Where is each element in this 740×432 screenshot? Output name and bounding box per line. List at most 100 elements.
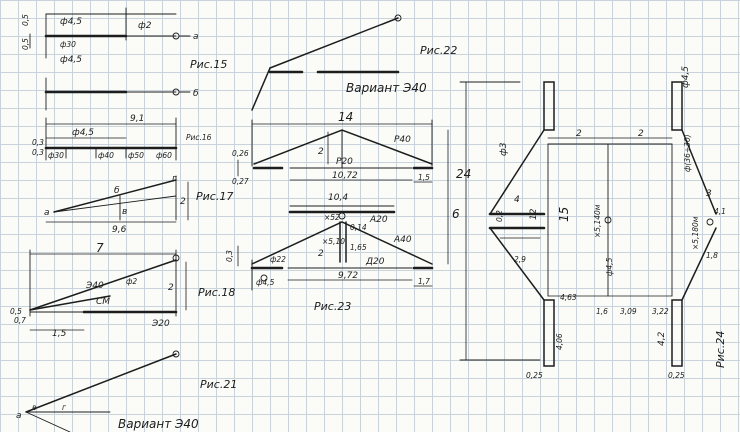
fig24-v463: 4,63: [560, 293, 577, 302]
fig17-b: б: [114, 186, 120, 196]
fig16-caption: Рис.16: [186, 133, 212, 142]
fig23-x52: ×52: [324, 213, 340, 222]
fig21-v: в: [32, 403, 36, 412]
fig15-t2: 0,5: [21, 38, 30, 50]
fig23-len-972: 9,72: [338, 271, 358, 281]
fig15-d2: ф2: [138, 21, 152, 31]
fig16-d30: ф30: [48, 151, 64, 160]
fig24-v18: 1,8: [706, 251, 718, 260]
fig23-v027: 0,27: [232, 177, 249, 186]
fig24-v12: 12: [529, 208, 539, 220]
fig23-r20: Р20: [336, 157, 353, 167]
fig15-label-a: а: [193, 32, 199, 42]
fig23-len-17: 1,7: [418, 277, 430, 286]
fig16-diameter: ф4,5: [72, 128, 94, 138]
fig18-w: 1,5: [52, 329, 67, 339]
figure-21: а в г Рис.21 Вариант Э40: [16, 350, 237, 432]
fig18-caption: Рис.18: [198, 286, 235, 299]
figure-24: 24 ф3 2 2 ф4,5 ф(36÷30) 3 4 12 15 2,9 0,…: [456, 66, 727, 380]
fig24-v16: 1,6: [596, 307, 608, 316]
fig22-variant: Вариант Э40: [346, 81, 427, 95]
fig24-v309: 3,09: [620, 307, 637, 316]
fig21-variant: Вариант Э40: [118, 417, 199, 431]
node-circle: [604, 216, 612, 224]
figure-17: а б в г 2 9,6 Рис.17: [44, 174, 233, 235]
fig17-a: а: [44, 208, 50, 218]
fig24-z1: 2: [576, 129, 582, 139]
fig15-d1: ф4,5: [60, 17, 82, 27]
fig24-v15: 15: [557, 207, 571, 222]
fig23-x510: ×5,10: [322, 237, 345, 246]
fig23-a40: А40: [393, 235, 412, 245]
fig24-phi45b: ф4,5: [605, 257, 614, 276]
node-circle: [706, 218, 714, 226]
fig23-h2b: 2: [318, 249, 324, 259]
fig24-v42: 4,2: [657, 331, 667, 346]
fig24-v025a: 0,25: [526, 371, 543, 380]
fig17-h: 2: [180, 197, 186, 207]
fig18-e40: Э40: [85, 281, 104, 291]
fig24-v41: 4,1: [714, 207, 726, 216]
node-circle: [172, 350, 180, 358]
fig24-x5140: ×5,140м: [593, 204, 602, 238]
fig18-length: 7: [96, 241, 104, 255]
fig23-h03: 0,3: [225, 250, 234, 262]
fig24-v025b: 0,25: [668, 371, 685, 380]
fig16-d60: ф60: [156, 151, 172, 160]
fig24-phi3: ф3: [499, 142, 509, 156]
fig24-phi45: ф4,5: [681, 66, 691, 88]
node-circle: [394, 14, 402, 22]
figure-18: 7 Э40 ф2 СМ Э20 2 1,5 0,5 0,7 Рис.18: [10, 241, 235, 339]
fig24-v406: 4,06: [555, 333, 564, 350]
fig16-d40: ф40: [98, 151, 114, 160]
fig18-e20: Э20: [151, 319, 170, 329]
fig23-v026: 0,26: [232, 149, 249, 158]
fig17-caption: Рис.17: [196, 190, 233, 203]
fig22-caption: Рис.22: [420, 44, 457, 57]
fig23-r40: Р40: [394, 135, 411, 145]
fig21-g: г: [62, 403, 66, 412]
figure-15: ф4,5 ф2 ф30 ф4,5 0,5 0,5 а б Рис.15: [21, 7, 227, 111]
fig23-h2: 2: [318, 147, 324, 157]
fig23-v014: 0,14: [350, 223, 367, 232]
fig16-d50: ф50: [128, 151, 144, 160]
fig16-length: 9,1: [130, 114, 144, 124]
figure-16: 9,1 ф4,5 0,3 0,3 ф30 ф40 ф50 ф60 Рис.16: [32, 114, 212, 161]
fig15-d4: ф4,5: [60, 55, 82, 65]
fig24-v322: 3,22: [652, 307, 669, 316]
fig23-top-length: 14: [338, 110, 353, 124]
fig23-d45: ф4,5: [256, 278, 275, 287]
fig24-phi3630: ф(36÷30): [683, 134, 692, 172]
fig23-a20: А20: [369, 215, 388, 225]
node-circle: [260, 274, 268, 282]
fig24-h24: 24: [456, 167, 471, 181]
fig15-caption: Рис.15: [190, 58, 227, 71]
fig24-x5180: ×5,180м: [691, 216, 700, 250]
fig24-caption: Рис.24: [714, 331, 727, 368]
fig23-len-15: 1,5: [418, 173, 430, 182]
fig24-v29: 2,9: [514, 255, 526, 264]
fig18-h: 2: [168, 283, 174, 293]
fig16-t1: 0,3: [32, 138, 44, 147]
fig15-d3: ф30: [60, 40, 76, 49]
fig21-a: а: [16, 411, 22, 421]
fig17-v: в: [122, 207, 127, 217]
fig15-t1: 0,5: [21, 14, 30, 26]
fig23-h6: 6: [452, 207, 460, 221]
fig18-s2: 0,7: [14, 316, 26, 325]
fig24-v4: 4: [514, 195, 520, 205]
fig23-d22: ф22: [270, 255, 286, 264]
fig15-label-b: б: [193, 89, 199, 99]
fig24-v3: 3: [706, 189, 712, 199]
fig23-d20: Д20: [365, 257, 385, 267]
node-circle: [172, 254, 180, 262]
fig24-z2: 2: [638, 129, 644, 139]
fig18-cm: СМ: [96, 297, 110, 307]
fig23-len-1072: 10,72: [332, 171, 358, 181]
figure-22: Рис.22 Вариант Э40: [251, 14, 457, 111]
fig18-s1: 0,5: [10, 307, 22, 316]
fig18-phi2: ф2: [126, 277, 137, 286]
fig17-length: 9,6: [112, 225, 127, 235]
